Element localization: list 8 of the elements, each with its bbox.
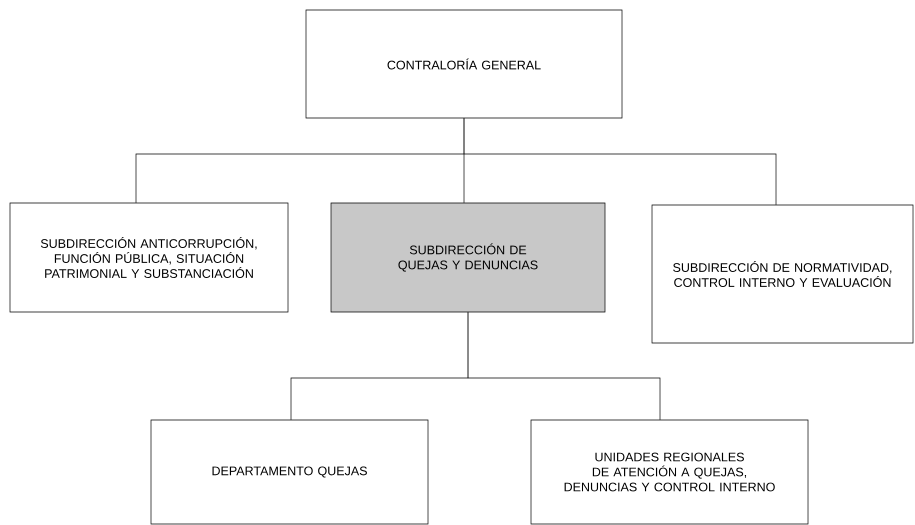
org-box: UNIDADES REGIONALES DE ATENCIÓN A QUEJAS, DENUNCIAS Y CONTROL INTERNO — [530, 420, 808, 524]
org-box: SUBDIRECCIÓN DE NORMATIVIDAD, CONTROL INTERNO Y EVALUACIÓN — [652, 204, 914, 344]
connector-line — [468, 312, 660, 420]
org-box: DEPARTAMENTO QUEJAS — [150, 420, 428, 524]
org-box: CONTRALORÍA GENERAL — [306, 10, 622, 118]
connector-line — [464, 118, 776, 205]
org-box: SUBDIRECCIÓN ANTICORRUPCIÓN, FUNCIÓN PÚBLICA, SITUACIÓN PATRIMONIAL Y SUBSTANCIACIÓN — [10, 202, 288, 312]
org-box: SUBDIRECCIÓN DE QUEJAS Y DENUNCIAS — [330, 202, 606, 312]
